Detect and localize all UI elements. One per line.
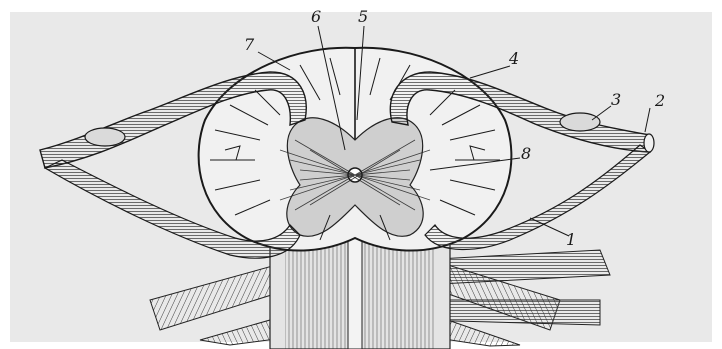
label-8: 8	[521, 146, 531, 162]
label-1: 1	[566, 232, 576, 248]
label-7: 7	[244, 37, 254, 53]
label-2: 2	[655, 93, 665, 109]
label-3: 3	[611, 92, 621, 108]
label-6: 6	[311, 9, 321, 25]
label-5: 5	[358, 9, 368, 25]
label-4: 4	[509, 51, 519, 67]
